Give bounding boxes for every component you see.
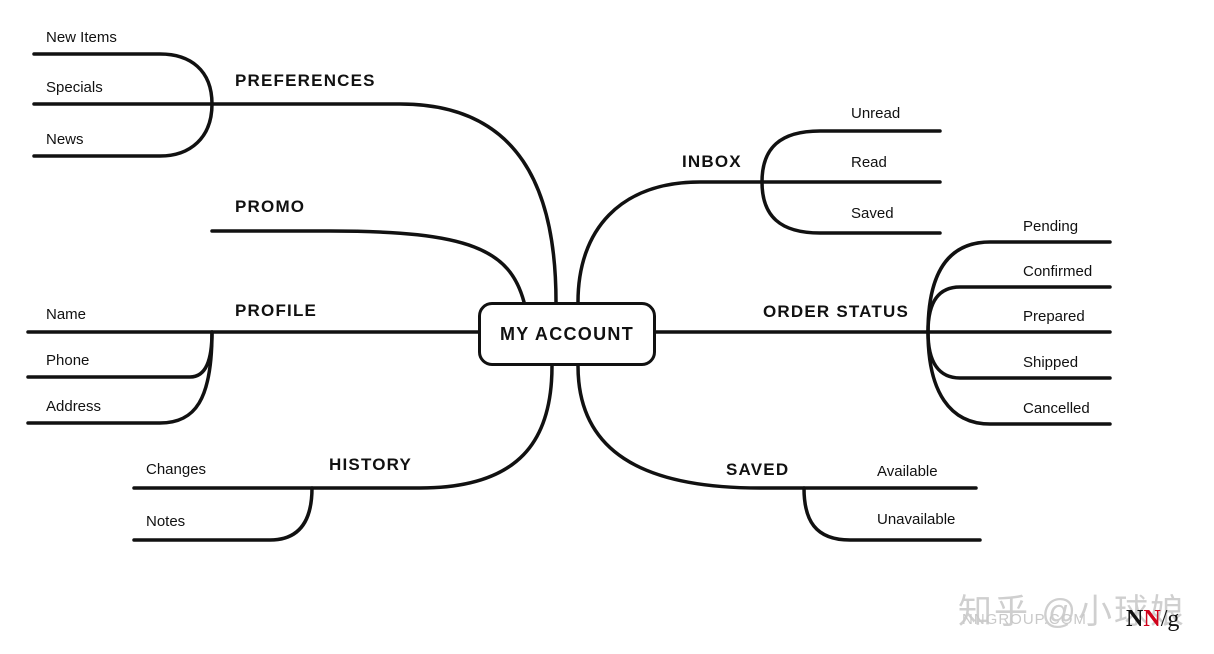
branch-label-history: HISTORY — [329, 455, 413, 474]
connector-pref-new-items — [32, 52, 214, 106]
leaf-address: Address — [46, 398, 102, 415]
branch-label-saved: SAVED — [726, 460, 790, 479]
leaf-news: News — [46, 131, 84, 148]
leaf-specials: Specials — [46, 79, 103, 96]
branch-label-profile: PROFILE — [235, 301, 318, 320]
leaf-cancelled: Cancelled — [1023, 400, 1090, 417]
leaf-notes: Notes — [146, 513, 186, 530]
connector-order-confirmed — [926, 285, 1112, 334]
connector-inbox-unread — [760, 129, 942, 184]
connector-pref-news — [32, 102, 214, 158]
connector-saved-unavailable — [802, 486, 982, 542]
leaf-inbox-saved: Saved — [851, 205, 894, 222]
connector-inbox — [576, 180, 942, 304]
connector-preferences — [210, 102, 558, 304]
connector-history — [132, 364, 554, 490]
leaf-confirmed: Confirmed — [1023, 263, 1093, 280]
leaf-name: Name — [46, 306, 87, 323]
watermark-zhihu: 知乎 @小球娘 — [958, 593, 1186, 631]
connector-profile-address — [26, 330, 214, 425]
connector-order-shipped — [926, 330, 1112, 380]
logo-n-red: N — [1143, 606, 1161, 632]
watermark-site: NNGROUP.COM — [962, 611, 1087, 628]
logo-n-black: N — [1126, 606, 1144, 632]
leaf-changes: Changes — [146, 461, 207, 478]
leaf-read: Read — [851, 154, 887, 171]
connector-inbox-saved — [760, 180, 942, 235]
connector-promo — [210, 229, 526, 304]
connector-history-notes — [132, 486, 314, 542]
branch-label-order-status: ORDER STATUS — [763, 302, 909, 321]
leaf-prepared: Prepared — [1023, 308, 1085, 325]
leaf-unread: Unread — [851, 105, 901, 122]
leaf-phone: Phone — [46, 352, 90, 369]
branch-label-promo: PROMO — [235, 197, 306, 216]
leaf-pending: Pending — [1023, 218, 1079, 235]
center-node-my-account: MY ACCOUNT — [478, 302, 656, 366]
logo-slash-g: /g — [1160, 606, 1180, 632]
leaf-shipped: Shipped — [1023, 354, 1079, 371]
branch-label-preferences: PREFERENCES — [235, 71, 376, 90]
connector-saved — [576, 364, 978, 490]
leaf-available: Available — [877, 463, 938, 480]
center-node-label: MY ACCOUNT — [500, 323, 634, 344]
leaf-unavailable: Unavailable — [877, 511, 956, 528]
connector-order-cancelled — [926, 330, 1112, 426]
nng-logo: NN/g — [1126, 606, 1179, 633]
branch-label-inbox: INBOX — [682, 152, 742, 171]
leaf-new-items: New Items — [46, 29, 117, 46]
